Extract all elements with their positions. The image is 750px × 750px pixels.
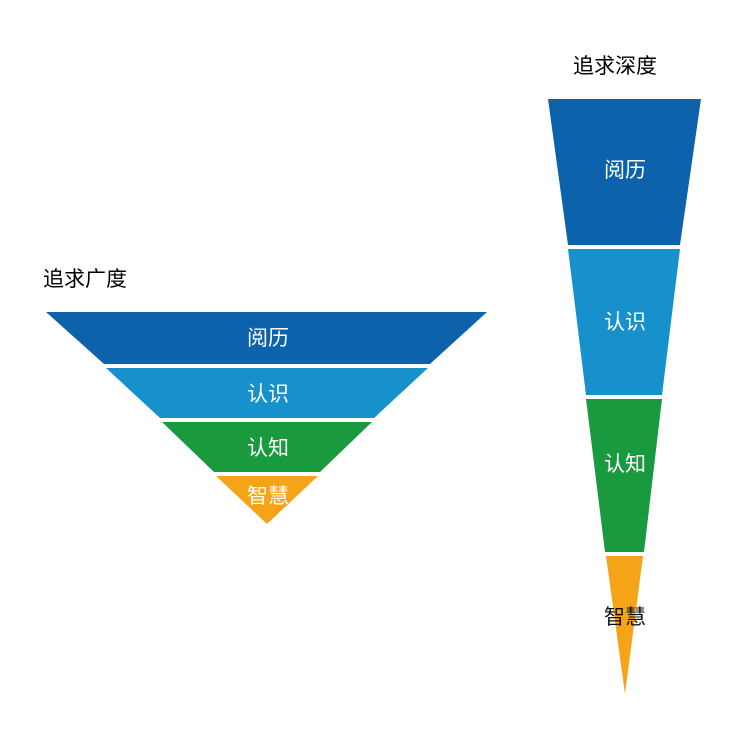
- depth-title: 追求深度: [573, 54, 657, 78]
- breadth-label-experience: 阅历: [247, 326, 289, 350]
- depth-segment-understanding: [586, 399, 662, 552]
- depth-segment-experience: [548, 99, 701, 245]
- depth-segment-wisdom: [606, 556, 643, 694]
- breadth-segment-understanding: [162, 422, 372, 472]
- breadth-segment-experience: [46, 312, 487, 364]
- breadth-segment-wisdom: [216, 476, 318, 524]
- depth-label-experience: 阅历: [604, 158, 646, 182]
- breadth-title: 追求广度: [43, 267, 127, 291]
- depth-pyramid: 追求深度 阅历 认识 认知 智慧: [548, 54, 701, 694]
- depth-label-wisdom: 智慧: [604, 605, 646, 629]
- depth-label-cognition: 认识: [604, 310, 646, 334]
- depth-segment-cognition: [568, 249, 680, 395]
- breadth-label-understanding: 认知: [247, 436, 289, 460]
- depth-label-understanding: 认知: [604, 452, 646, 476]
- breadth-pyramid: 追求广度 阅历 认识 认知 智慧: [43, 267, 487, 524]
- breadth-segment-cognition: [106, 368, 428, 418]
- breadth-label-cognition: 认识: [247, 382, 289, 406]
- breadth-label-wisdom: 智慧: [247, 484, 289, 508]
